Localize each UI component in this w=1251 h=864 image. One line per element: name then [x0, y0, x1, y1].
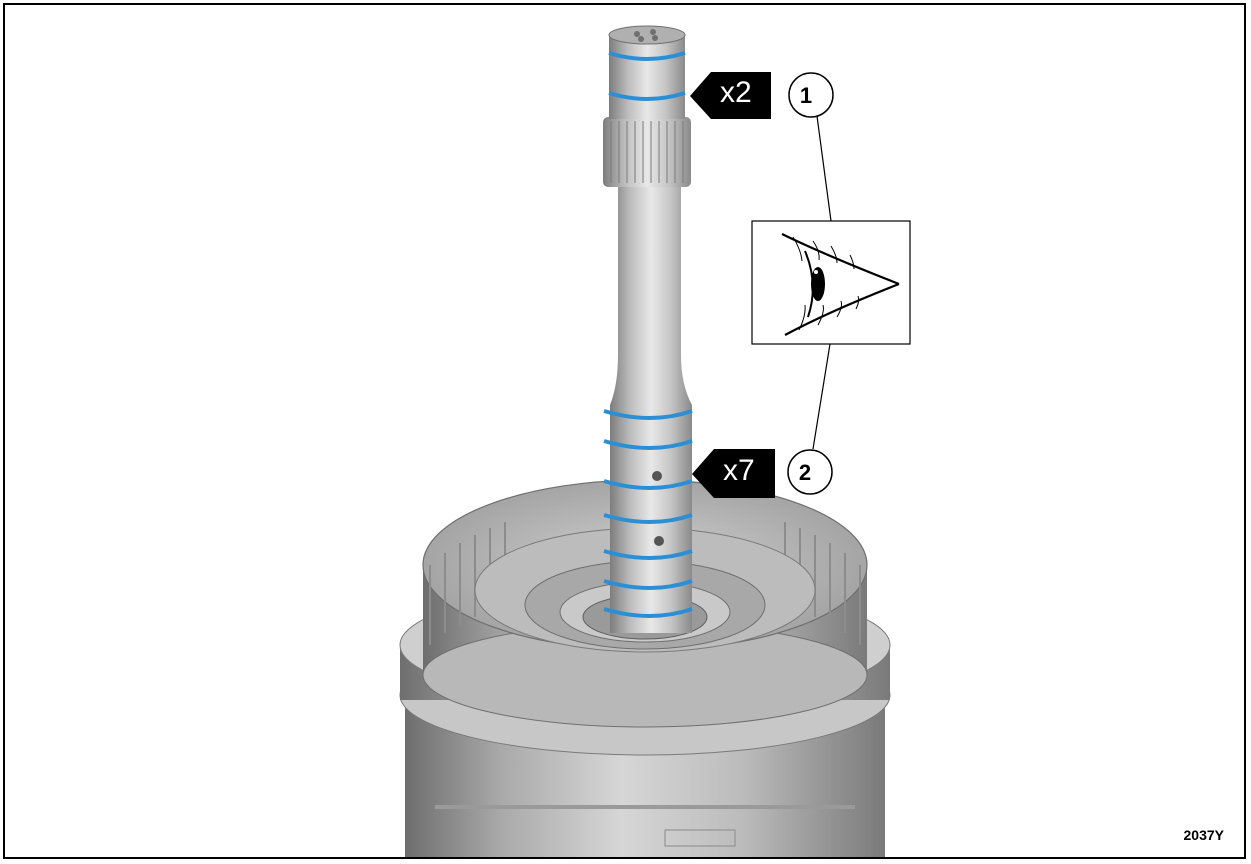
leader-lines [812, 115, 832, 450]
arrow-label-x7: x7 [723, 454, 755, 487]
callout-number-1: 1 [799, 83, 813, 108]
arrow-x7 [692, 449, 775, 498]
figure-id: 2037Y [1183, 827, 1224, 843]
arrow-label-x2: x2 [720, 76, 752, 109]
callout-number-2: 2 [798, 460, 812, 485]
seal-rings [603, 51, 693, 618]
callout-circle-2 [787, 449, 833, 495]
arrow-x2 [690, 72, 771, 119]
shaft-assembly-illustration [399, 25, 911, 857]
shaft [603, 25, 692, 633]
figure-frame: x2 x7 1 2 2037Y [3, 3, 1246, 859]
callout-circle-1 [788, 72, 834, 118]
eye-inspect-icon [751, 220, 911, 345]
